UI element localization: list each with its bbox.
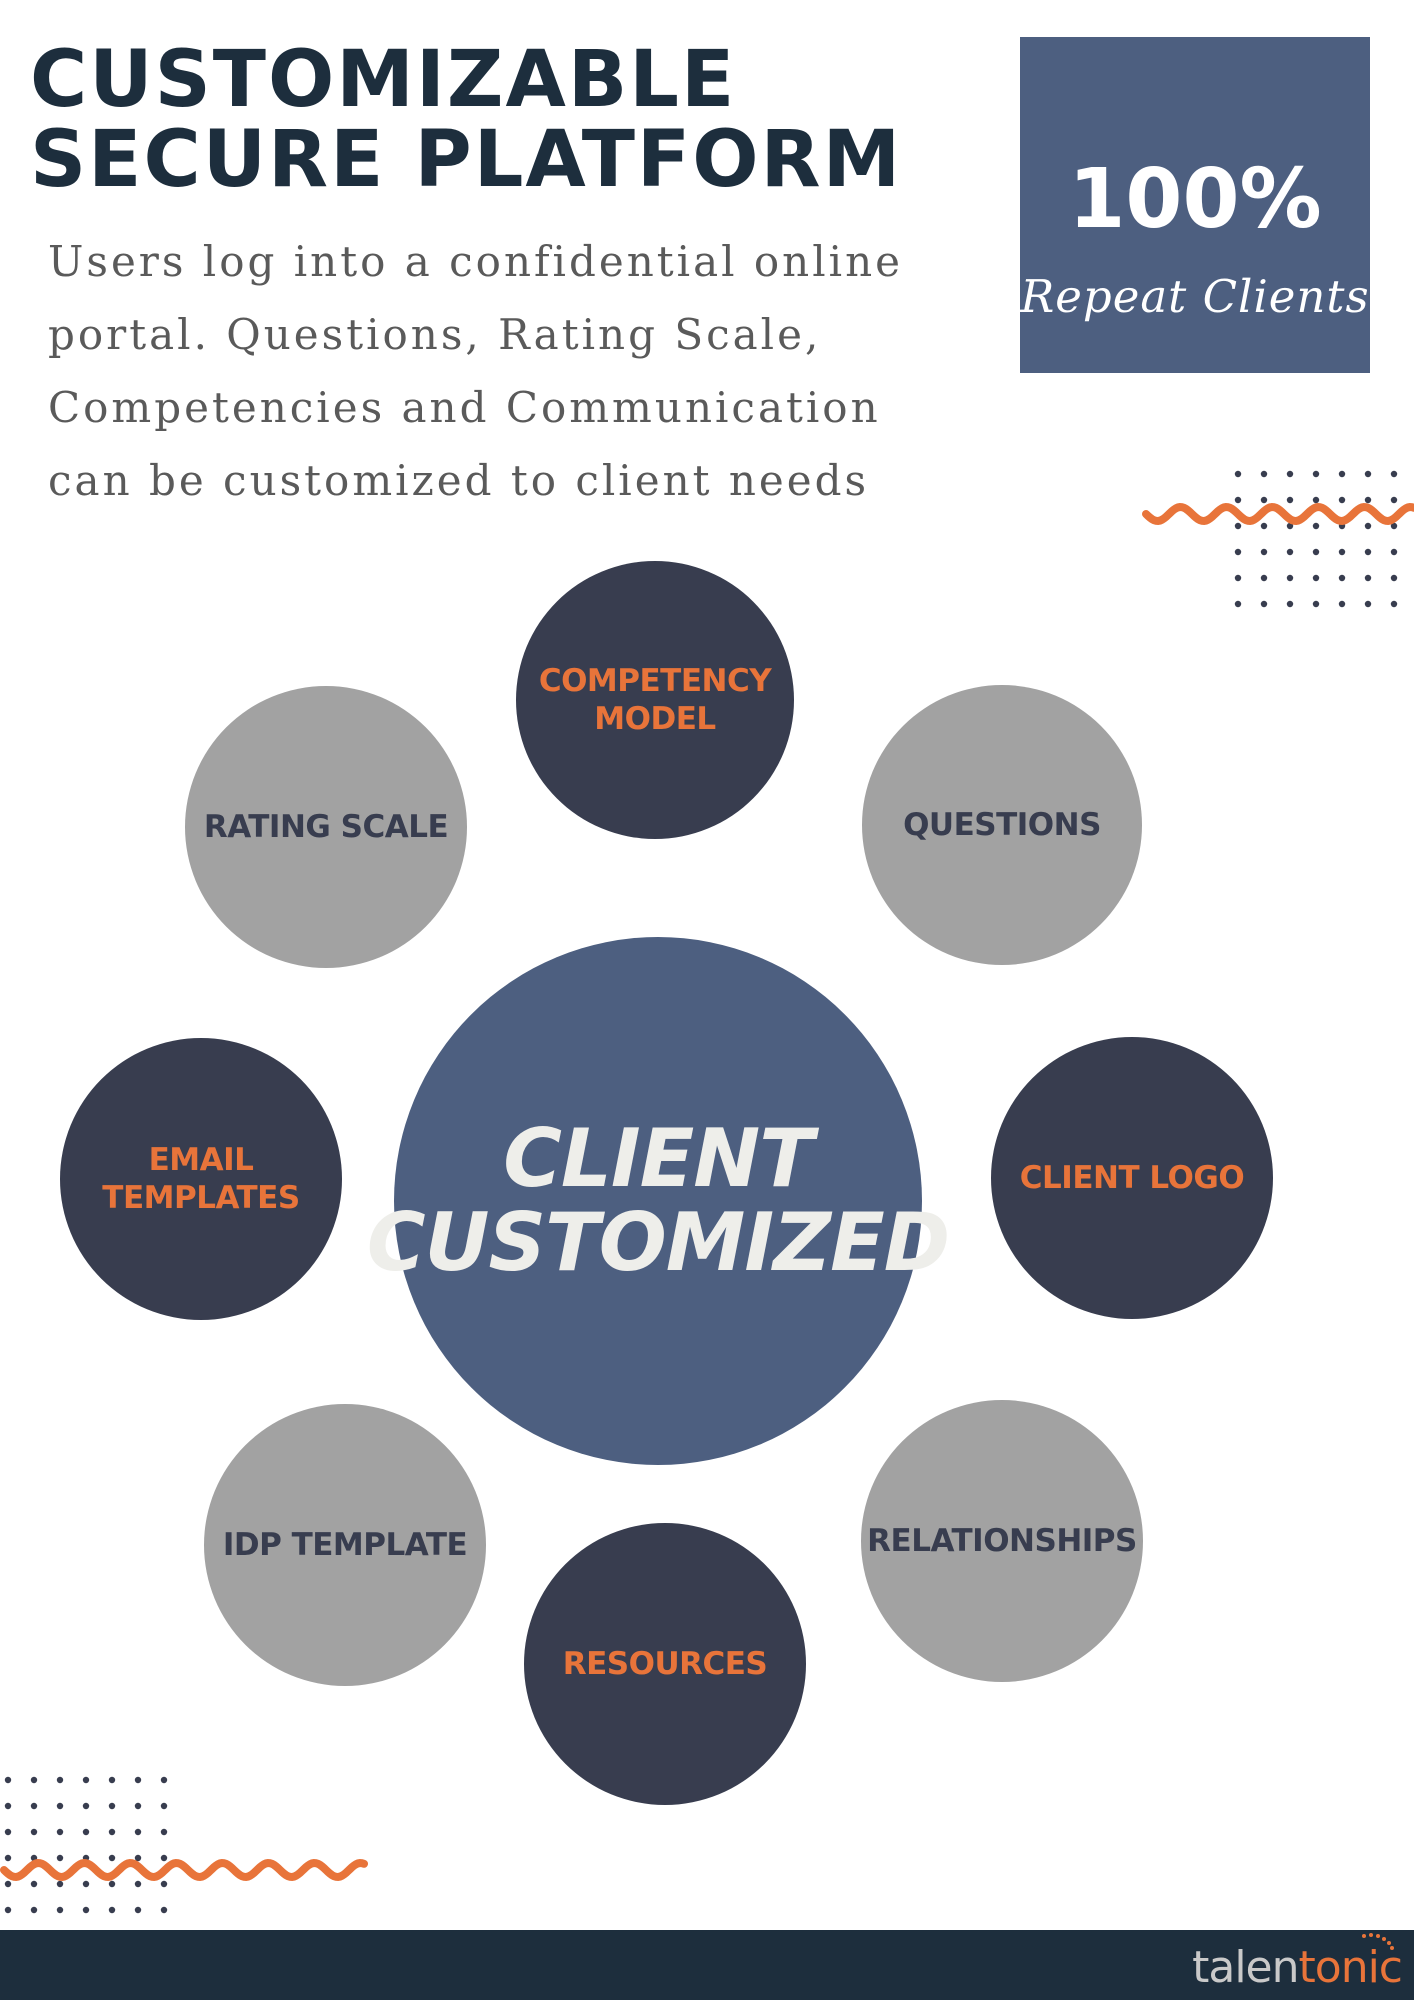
- wave-decoration-top: [1142, 502, 1414, 526]
- node-label: MODEL: [594, 701, 716, 737]
- dot-grid-decoration-bottom: [4, 1776, 168, 1914]
- description-line-1: Users log into a confidential online: [48, 237, 903, 286]
- node-label: RATING SCALE: [203, 809, 449, 845]
- node-label: TEMPLATES: [102, 1180, 300, 1216]
- node-label: IDP TEMPLATE: [222, 1527, 468, 1563]
- center-line-2: CUSTOMIZED: [366, 1196, 950, 1289]
- node-questions: QUESTIONS: [862, 685, 1142, 965]
- node-client-logo: CLIENT LOGO: [991, 1037, 1273, 1319]
- center-circle: CLIENT CUSTOMIZED: [367, 937, 950, 1465]
- title-line-1: CUSTOMIZABLE: [30, 35, 737, 125]
- description-line-3: Competencies and Communication: [48, 383, 881, 432]
- node-label: EMAIL: [148, 1142, 254, 1178]
- node-resources: RESOURCES: [524, 1523, 806, 1805]
- description-line-4: can be customized to client needs: [48, 456, 870, 505]
- node-idp-template: IDP TEMPLATE: [204, 1404, 486, 1686]
- node-competency-model: COMPETENCY MODEL: [516, 561, 794, 839]
- node-label: CLIENT LOGO: [1019, 1160, 1245, 1196]
- footer-bar: talentonic: [0, 1930, 1414, 2000]
- node-relationships: RELATIONSHIPS: [861, 1400, 1143, 1682]
- node-label: QUESTIONS: [903, 807, 1101, 843]
- node-label: RELATIONSHIPS: [867, 1523, 1137, 1559]
- node-rating-scale: RATING SCALE: [185, 686, 467, 968]
- center-line-1: CLIENT: [503, 1112, 814, 1205]
- dot-grid-decoration-top: [1234, 470, 1398, 608]
- node-label: RESOURCES: [562, 1646, 768, 1682]
- description-line-2: portal. Questions, Rating Scale,: [48, 310, 822, 359]
- description: Users log into a confidential online por…: [48, 225, 948, 517]
- wave-decoration-bottom: [0, 1858, 368, 1882]
- stat-value: 100%: [1068, 152, 1322, 247]
- node-email-templates: EMAIL TEMPLATES: [60, 1038, 342, 1320]
- stat-box: 100% Repeat Clients: [1020, 37, 1370, 373]
- logo-part-2: tonic: [1298, 1942, 1403, 1993]
- page-title: CUSTOMIZABLE SECURE PLATFORM: [30, 40, 902, 200]
- brand-logo: talentonic: [1192, 1938, 1403, 1998]
- stat-label: Repeat Clients: [1020, 270, 1370, 323]
- title-line-2: SECURE PLATFORM: [30, 115, 903, 205]
- logo-part-1: talen: [1192, 1942, 1299, 1993]
- logo-arc-icon: [1362, 1933, 1394, 1950]
- node-label: COMPETENCY: [538, 663, 772, 699]
